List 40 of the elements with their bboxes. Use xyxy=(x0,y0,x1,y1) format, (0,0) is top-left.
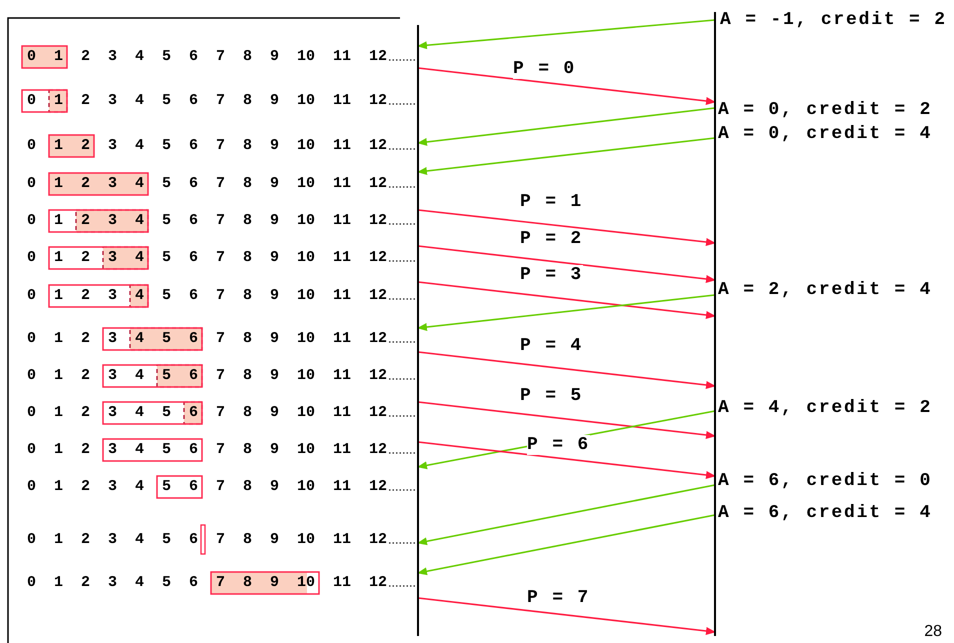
page-number: 28 xyxy=(924,623,942,641)
number-row: 0 1 2 3 4 5 6 7 8 9 10 11 12 xyxy=(27,478,388,496)
number-row: 0 1 2 3 4 5 6 7 8 9 10 11 12 xyxy=(27,441,388,459)
number-row: 0 1 2 3 4 5 6 7 8 9 10 11 12 xyxy=(27,287,388,305)
number-row: 0 1 2 3 4 5 6 7 8 9 10 11 12 xyxy=(27,574,388,592)
number-row: 0 1 2 3 4 5 6 7 8 9 10 11 12 xyxy=(27,330,388,348)
number-row: 0 1 2 3 4 5 6 7 8 9 10 11 12 xyxy=(27,212,388,230)
edge-label: A = 6, credit = 4 xyxy=(718,503,932,523)
edge-label: A = -1, credit = 2 xyxy=(720,10,947,30)
number-row: 0 1 2 3 4 5 6 7 8 9 10 11 12 xyxy=(27,137,388,155)
number-row: 0 1 2 3 4 5 6 7 8 9 10 11 12 xyxy=(27,367,388,385)
number-row: 0 1 2 3 4 5 6 7 8 9 10 11 12 xyxy=(27,531,388,549)
edge-label: A = 0, credit = 2 xyxy=(718,100,932,120)
arrow xyxy=(418,281,716,319)
arrow xyxy=(418,245,716,283)
arrow xyxy=(417,514,716,576)
edge-label: A = 4, credit = 2 xyxy=(718,398,932,418)
timeline xyxy=(417,25,419,636)
edge-label: P = 0 xyxy=(513,59,576,79)
number-row: 0 1 2 3 4 5 6 7 8 9 10 11 12 xyxy=(27,48,388,66)
arrow xyxy=(417,19,716,50)
arrow xyxy=(417,137,716,175)
arrow xyxy=(417,484,716,546)
edge-label: A = 0, credit = 4 xyxy=(718,124,932,144)
arrow xyxy=(418,441,716,479)
timeline xyxy=(714,12,716,636)
arrow xyxy=(418,597,716,635)
edge-label: P = 6 xyxy=(527,435,590,455)
arrow xyxy=(418,209,716,246)
number-row: 0 1 2 3 4 5 6 7 8 9 10 11 12 xyxy=(27,92,388,110)
arrow xyxy=(418,401,716,439)
arrow xyxy=(418,67,716,105)
number-row: 0 1 2 3 4 5 6 7 8 9 10 11 12 xyxy=(27,175,388,193)
edge-label: A = 2, credit = 4 xyxy=(718,280,932,300)
number-row: 0 1 2 3 4 5 6 7 8 9 10 11 12 xyxy=(27,249,388,267)
arrow xyxy=(418,351,716,389)
edge-label: A = 6, credit = 0 xyxy=(718,471,932,491)
arrow xyxy=(417,107,716,146)
number-row: 0 1 2 3 4 5 6 7 8 9 10 11 12 xyxy=(27,404,388,422)
arrow xyxy=(417,294,716,331)
